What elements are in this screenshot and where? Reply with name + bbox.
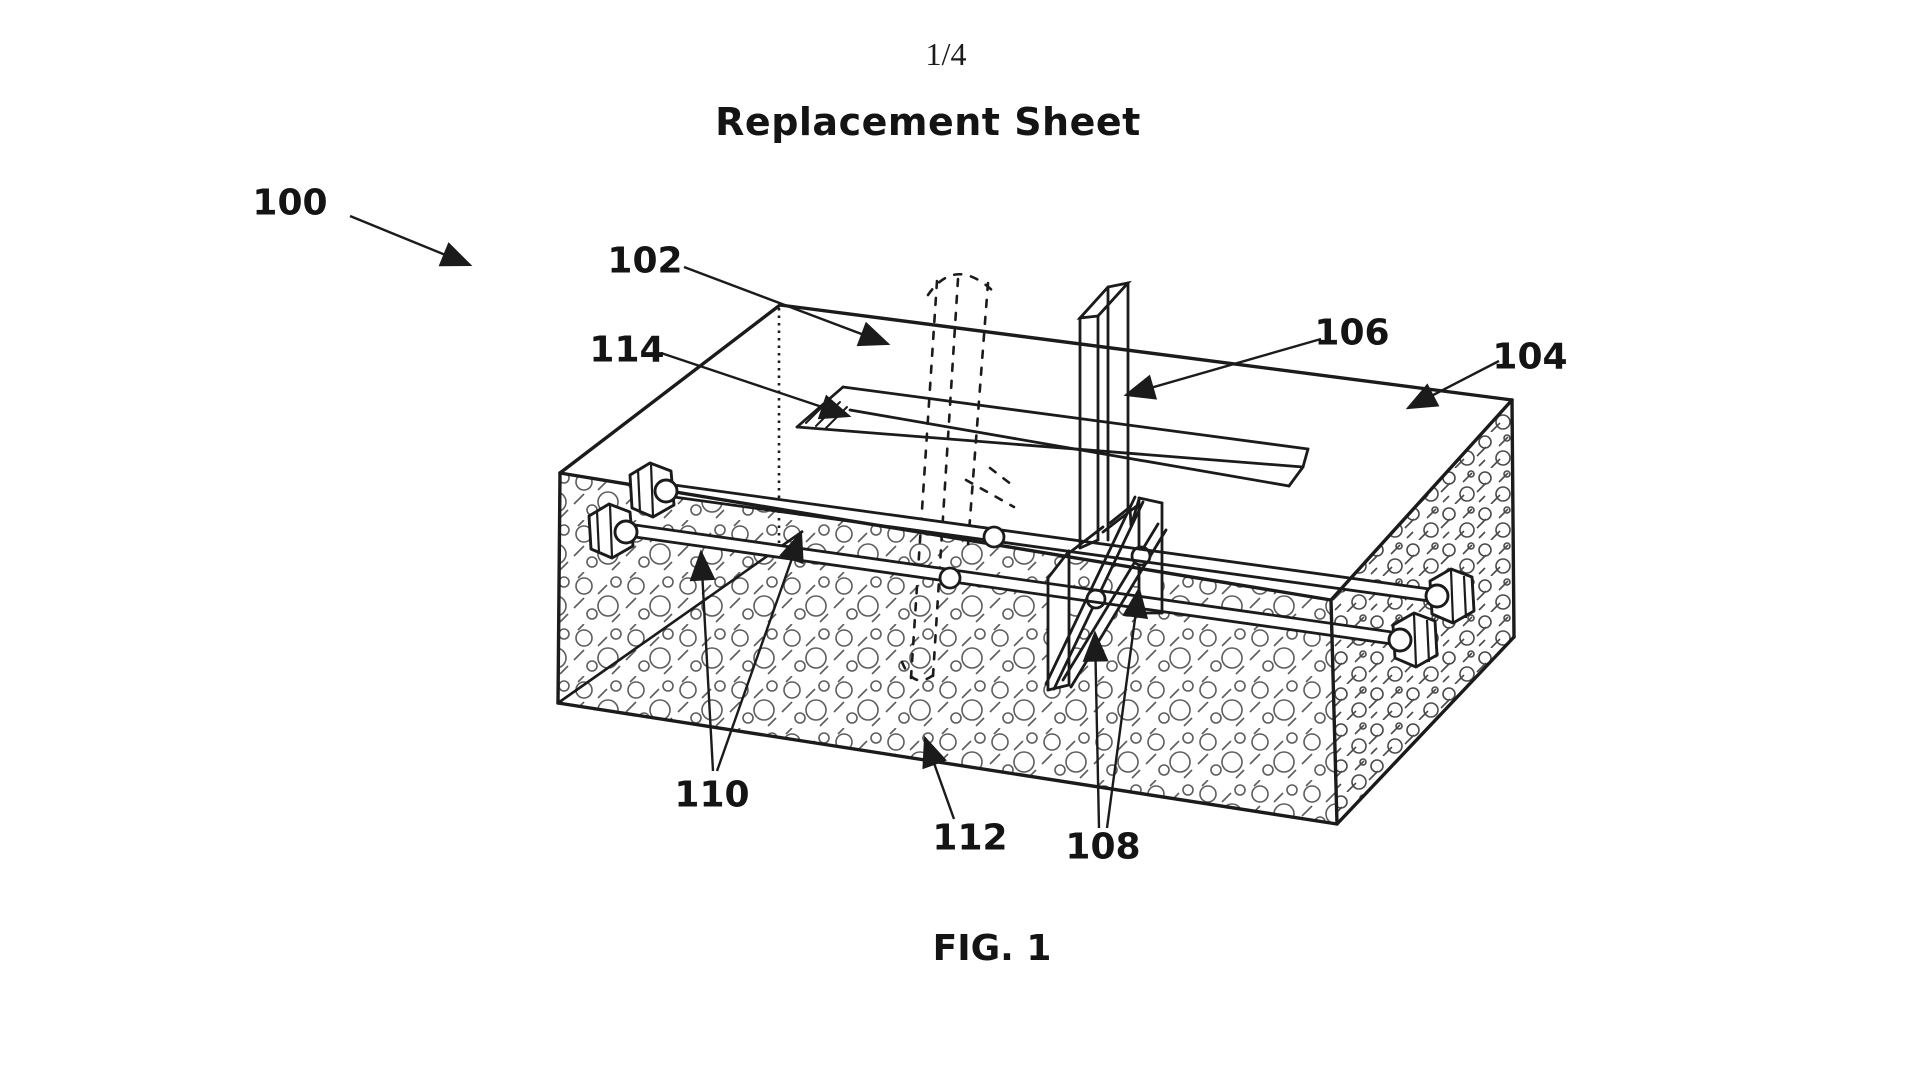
ref-label-104: 104 — [1492, 337, 1567, 378]
hex-nut-right-lower — [1387, 611, 1439, 669]
block-front-face — [558, 473, 1337, 824]
bracket-hole-lower — [1085, 588, 1107, 610]
ref-leader-100 — [349, 214, 473, 267]
ref-leader-110-2 — [715, 530, 804, 772]
ref-leader-114 — [660, 351, 852, 420]
hex-nut-right-upper — [1424, 567, 1476, 625]
ref-leader-102 — [683, 265, 891, 347]
figure-caption: FIG. 1 — [932, 928, 1052, 969]
rear-anchor-plate — [1076, 280, 1132, 550]
bolt-bottom-hook — [900, 660, 941, 682]
anchor-rod-bands — [635, 485, 1444, 646]
anchor-slot — [795, 385, 1310, 488]
corner-diagonal-line — [557, 529, 804, 705]
ref-leader-112 — [922, 735, 956, 820]
ref-label-108: 108 — [1065, 827, 1140, 868]
rod-hole-upper — [982, 525, 1006, 549]
ref-label-100: 100 — [252, 183, 327, 224]
rod-hole-lower — [938, 566, 962, 590]
hidden-anchor-bolt — [900, 272, 1018, 682]
ref-leader-106 — [1123, 337, 1322, 400]
concrete-block — [558, 305, 1514, 824]
ref-label-112: 112 — [932, 818, 1007, 859]
hex-nut-left-upper — [628, 461, 679, 519]
bolt-mid-hook — [964, 466, 1018, 509]
block-right-face — [1331, 400, 1514, 824]
ref-leader-108-2 — [1105, 586, 1149, 829]
hex-nut-left-lower — [587, 502, 639, 560]
ref-leader-108-1 — [1082, 630, 1109, 829]
anchor-rod-lower — [633, 523, 1408, 648]
page-marker: 1/4 — [925, 36, 967, 72]
sheet-title: Replacement Sheet — [715, 100, 1141, 144]
ref-leader-104 — [1405, 359, 1500, 410]
anchor-rods — [633, 483, 1446, 648]
block-top-face — [560, 305, 1512, 600]
anchor-rod-upper — [672, 483, 1446, 605]
ref-label-102: 102 — [607, 241, 682, 282]
hex-nuts — [587, 461, 1476, 669]
bracket-top-notch — [1108, 497, 1141, 527]
ref-label-106: 106 — [1314, 313, 1389, 354]
ref-label-110: 110 — [674, 775, 749, 816]
bolt-top-hook — [926, 272, 998, 297]
reference-labels: 100 102 114 106 104 110 112 108 — [252, 183, 1567, 868]
ref-label-114: 114 — [589, 330, 664, 371]
ref-leader-110-1 — [689, 549, 716, 772]
